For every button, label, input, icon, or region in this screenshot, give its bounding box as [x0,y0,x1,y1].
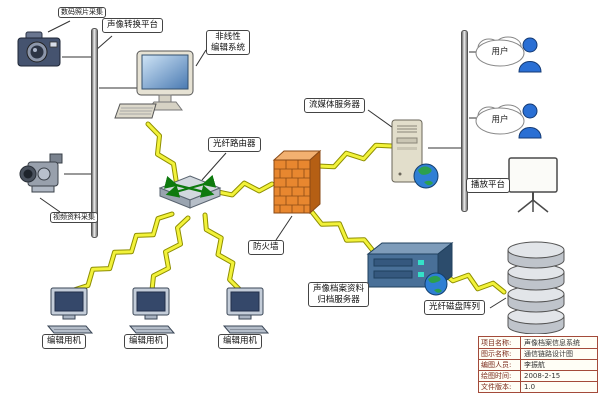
left-backbone-bar [91,28,98,238]
disk-array-node [504,238,568,338]
title-block-row: 文件版本: 1.0 [479,381,597,392]
titleblock-field-value: 李振航 [524,361,545,369]
titleblock-field-label: 文件版本: [479,382,521,392]
titleblock-field-label: 项目名称: [479,337,521,348]
keyboard-node [114,102,158,126]
edit-pc1-node [44,286,96,340]
title-block-row: 图示名称: 通信链路设计图 [479,348,597,359]
firewall-node [270,148,322,222]
fiber-router-node [158,172,222,224]
label-fiber-router: 光纤路由器 [208,137,261,152]
desktop-pc-icon [128,287,176,334]
rack-server-icon [366,241,454,296]
title-block-row: 绘图时间: 2008-2-15 [479,370,597,381]
keyboard-icon [114,103,157,119]
label-photo-capture: 数码照片采集 [58,7,106,18]
label-firewall: 防火墙 [248,240,284,255]
playback-screen-node [506,156,560,218]
edit-pc2-node [126,286,178,340]
label-playback-platform: 播放平台 [466,178,511,193]
user-cloud-top: 用户 [474,34,526,74]
streaming-server-node [390,118,440,194]
desktop-pc-icon [46,287,94,334]
titleblock-field-label: 编图人员: [479,360,521,370]
label-av-platform: 声像转换平台 [102,18,164,33]
label-nle-system: 非线性 编辑系统 [206,30,251,56]
label-disk-array: 光纤磁盘阵列 [424,300,486,315]
titleblock-field-label: 图示名称: [479,349,521,359]
cloud-icon [475,36,525,67]
archive-server-node [366,240,454,300]
title-block-row: 编图人员: 李振航 [479,359,597,370]
projection-screen-icon [508,157,558,213]
crt-monitor-icon [136,50,194,111]
titleblock-field-label: 绘图时间: [479,371,521,381]
label-edit-pc2: 编辑用机 [124,334,169,349]
camcorder-node [16,150,68,202]
user-cloud-bottom: 用户 [474,102,526,142]
label-edit-pc1: 编辑用机 [42,334,87,349]
user-cloud-top-label: 用户 [491,47,509,57]
right-backbone-bar [461,30,468,212]
camera-icon [17,31,61,67]
digital-camera-node [16,28,64,78]
server-tower-icon [391,119,439,189]
label-video-capture: 视频资料采集 [50,212,98,223]
user-cloud-bottom-label: 用户 [491,115,509,125]
editing-workstation-node [136,50,196,118]
firewall-icon [272,149,322,215]
router-icon [158,174,222,209]
titleblock-field-value: 通信链路设计图 [524,350,573,358]
disk-array-icon [507,241,565,335]
titleblock-field-value: 1.0 [524,383,536,391]
titleblock-field-value: 声像档案信息系统 [524,338,580,347]
user-person-bottom-node [516,102,544,144]
title-block-row: 项目名称: 声像档案信息系统 [479,337,597,348]
cloud-icon [475,104,525,135]
edit-pc3-node [220,286,272,340]
person-icon [518,103,542,139]
titleblock-field-value: 2008-2-15 [524,372,561,380]
camcorder-icon [19,153,63,193]
label-archive-server: 声像档案资料 归档服务器 [308,282,370,308]
user-person-top-node [516,36,544,78]
label-streaming-server: 流媒体服务器 [304,98,366,113]
title-block: 项目名称: 声像档案信息系统 图示名称: 通信链路设计图 编图人员: 李振航 绘… [478,336,598,393]
desktop-pc-icon [222,287,270,334]
label-edit-pc3: 编辑用机 [218,334,263,349]
person-icon [518,37,542,73]
